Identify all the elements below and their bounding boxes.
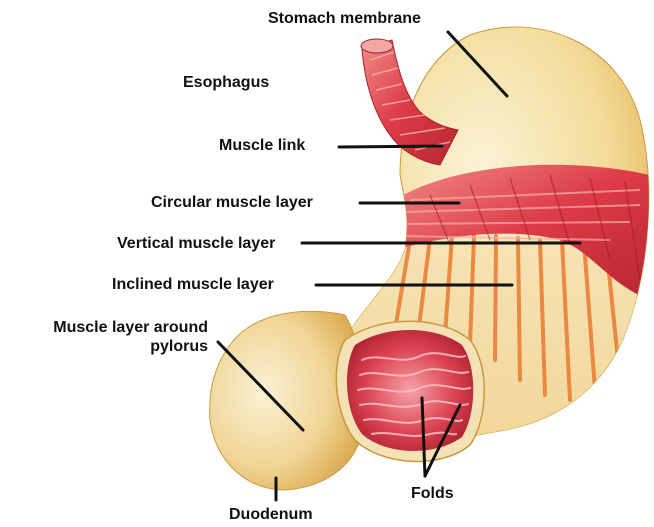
label-muscle-layer-around-pylorus: Muscle layer around pylorus <box>8 318 208 356</box>
label-duodenum: Duodenum <box>229 505 313 524</box>
label-pylorus-line-1: Muscle layer around <box>8 318 208 337</box>
label-inclined-muscle-layer: Inclined muscle layer <box>112 275 274 294</box>
label-pylorus-line-2: pylorus <box>8 337 208 356</box>
label-esophagus: Esophagus <box>183 73 269 92</box>
label-circular-muscle-layer: Circular muscle layer <box>151 193 313 212</box>
label-folds: Folds <box>411 484 454 503</box>
label-vertical-muscle-layer: Vertical muscle layer <box>117 234 275 253</box>
label-stomach-membrane: Stomach membrane <box>268 9 421 28</box>
label-muscle-link: Muscle link <box>219 136 305 155</box>
